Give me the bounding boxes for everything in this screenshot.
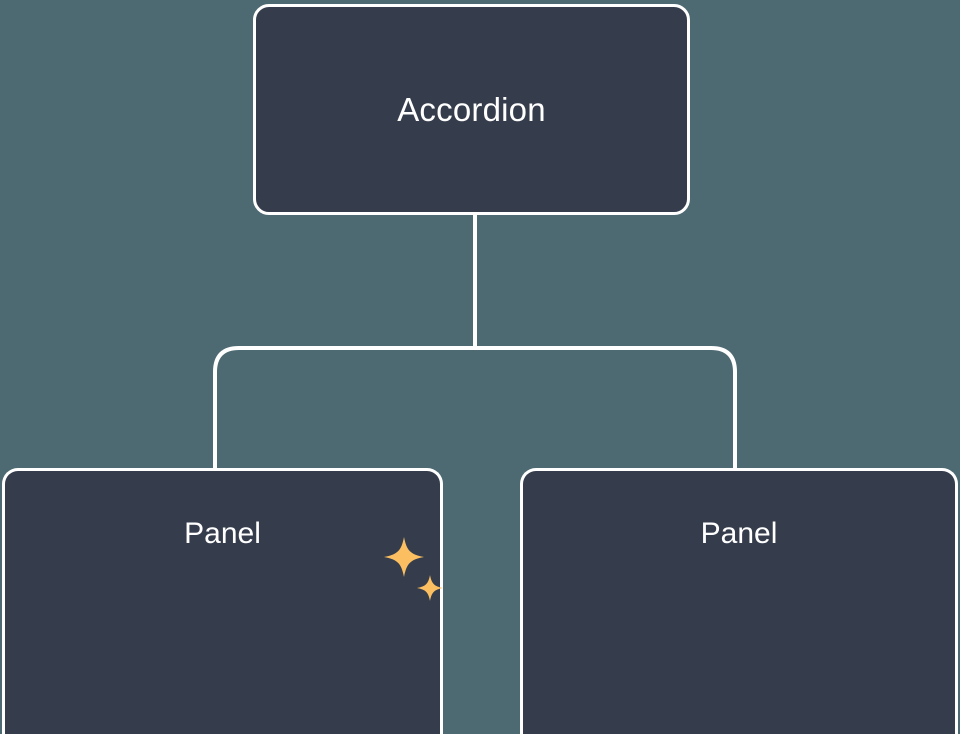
- node-accordion[interactable]: Accordion: [253, 4, 690, 215]
- node-panel-active[interactable]: Panel: [2, 468, 443, 734]
- node-accordion-title: Accordion: [397, 91, 546, 128]
- node-panel-inactive-title: Panel: [700, 517, 778, 550]
- node-panel-active-title: Panel: [184, 517, 261, 550]
- node-panel-inactive[interactable]: Panel: [520, 468, 958, 734]
